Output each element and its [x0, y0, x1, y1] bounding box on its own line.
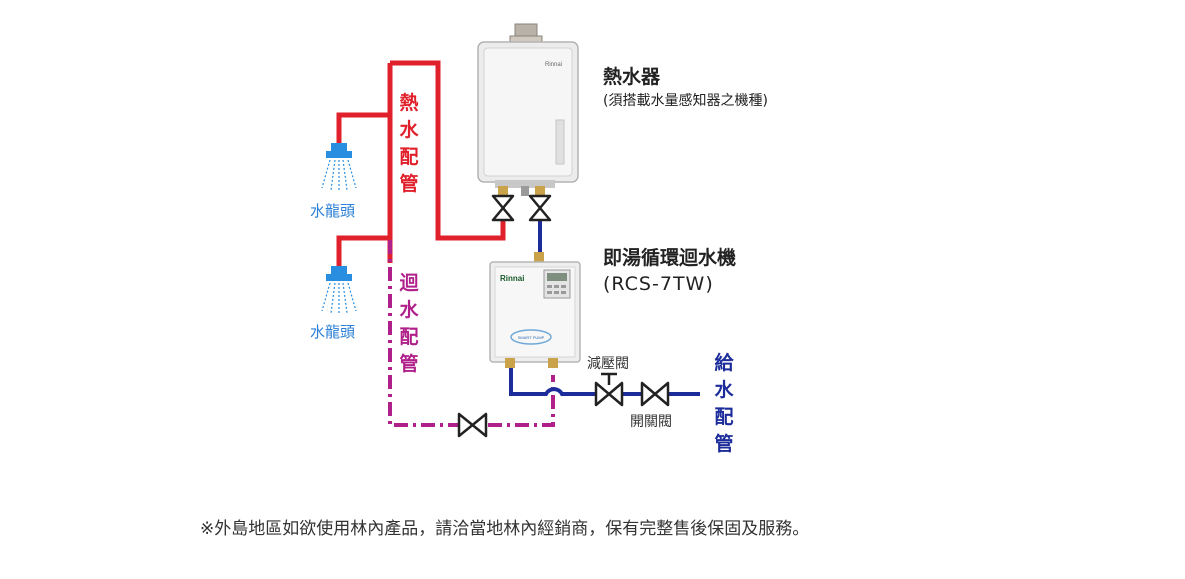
hot-pipe-label: 熱水配管: [399, 92, 419, 195]
return-water-pipe: [388, 240, 555, 427]
circ-badge-text: SMART PUMP: [518, 335, 545, 340]
heater-title: 熱水器: [603, 66, 661, 88]
circ-model: (RCS-7TW): [603, 273, 714, 295]
switch-valve-label: 開關閥: [630, 414, 672, 430]
supply-pipe-label: 給水配管: [714, 352, 734, 455]
gate-valve-icon: [457, 412, 488, 438]
circ-brand-text: Rinnai: [500, 274, 524, 283]
pressure-valve-label: 減壓閥: [587, 356, 629, 372]
heater-brand-text: Rinnai: [545, 62, 562, 68]
faucet-top-label: 水龍頭: [310, 202, 356, 220]
footnote: ※外島地區如欲使用林內產品，請洽當地林內經銷商，保有完整售後保固及服務。: [200, 519, 810, 539]
gate-valve-icon: [640, 381, 670, 407]
gate-valve-icon: [528, 194, 552, 222]
water-heater-device: [477, 23, 579, 196]
faucet-bottom-label: 水龍頭: [310, 323, 356, 341]
pressure-reducing-valve-icon: [594, 372, 624, 407]
circulation-pump-device: [489, 252, 581, 368]
faucet-icon: [321, 266, 357, 314]
faucet-icon: [321, 143, 357, 191]
heater-note: (須搭載水量感知器之機種): [603, 93, 768, 109]
return-pipe-label: 迴水配管: [399, 272, 419, 375]
gate-valve-icon: [491, 194, 515, 222]
circ-title: 即湯循環迴水機: [603, 247, 737, 269]
